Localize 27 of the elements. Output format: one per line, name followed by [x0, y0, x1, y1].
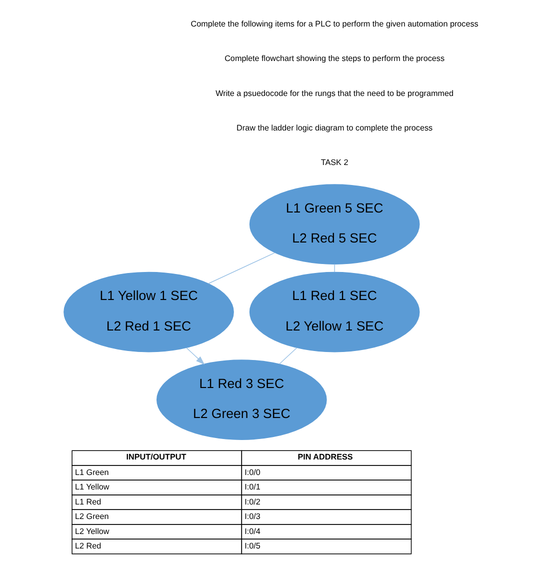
label: I:0/2: [244, 497, 260, 506]
connector: [334, 264, 335, 273]
label: I:0/5: [244, 542, 260, 551]
label: I:0/1: [244, 482, 260, 492]
label: I:0/0: [244, 468, 260, 477]
label: Write a psuedocode for the rungs that the need to be programmed: [216, 88, 454, 98]
label: L1 Red: [75, 497, 102, 506]
node-ellipse: L1 Yellow 1 SEC L2 Red 1 SEC: [64, 272, 234, 352]
label: L1 Green: [75, 468, 109, 477]
label: PIN ADDRESS: [298, 452, 353, 462]
label: INPUT/OUTPUT: [126, 452, 186, 462]
node-ellipse: L1 Red 3 SEC L2 Green 3 SEC: [156, 360, 327, 440]
label: L2 Yellow: [75, 526, 110, 536]
label: Complete the following items for a PLC to perform the given automation process: [190, 20, 478, 29]
arrow: [186, 347, 205, 365]
label: L2 Red: [75, 542, 102, 551]
label: I:0/4: [244, 526, 260, 536]
label: TASK 2: [320, 158, 348, 168]
label: I:0/3: [244, 512, 260, 522]
label: Draw the ladder logic diagram to complete the process: [236, 123, 433, 132]
connector: [208, 252, 276, 284]
connector: [279, 347, 298, 364]
label: Complete flowchart showing the steps to perform the process: [224, 54, 445, 64]
node-ellipse: L1 Red 1 SEC L2 Yellow 1 SEC: [249, 272, 420, 352]
label: L1 Yellow: [75, 482, 110, 492]
label: L2 Green: [75, 512, 109, 522]
node-ellipse: L1 Green 5 SEC L2 Red 5 SEC: [249, 184, 420, 264]
